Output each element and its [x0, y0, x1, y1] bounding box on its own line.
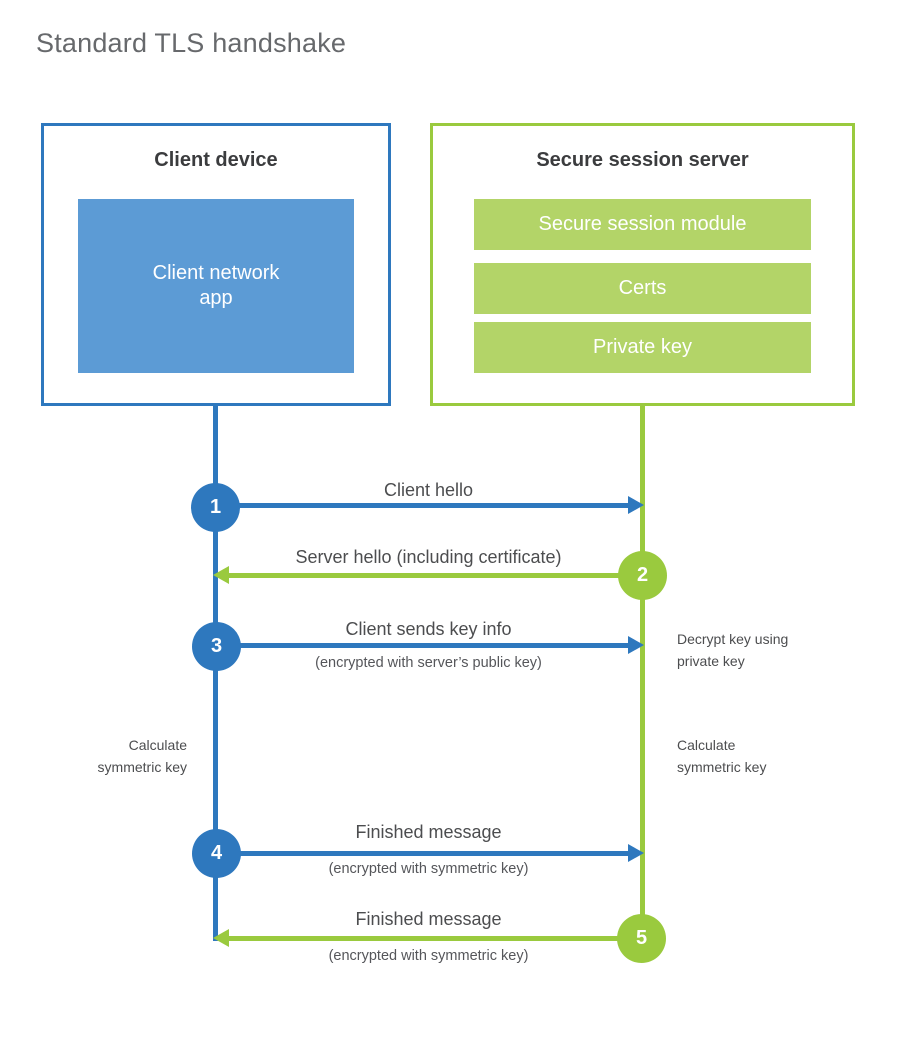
arrow-shaft: [217, 643, 631, 648]
step-5-marker: 5: [617, 914, 666, 963]
secure-session-module-bar: Secure session module: [474, 199, 811, 250]
arrow-shaft: [226, 573, 642, 578]
step-3-marker: 3: [192, 622, 241, 671]
label-client-hello: Client hello: [383, 480, 474, 500]
label-finished-client: Finished message: [355, 822, 502, 842]
arrow-head-icon: [213, 566, 229, 584]
note-calculate-symmetric-key-right: Calculate symmetric key: [677, 737, 767, 775]
arrow-head-icon: [628, 636, 644, 654]
arrow-client-hello: [215, 496, 644, 515]
arrow-shaft: [215, 503, 631, 508]
step-2-marker: 2: [618, 551, 667, 600]
sublabel-client-key-info: (encrypted with server’s public key): [315, 655, 542, 671]
arrow-shaft: [226, 936, 642, 941]
step-4-marker: 4: [192, 829, 241, 878]
page-title: Standard TLS handshake: [36, 28, 347, 58]
client-lifeline: [213, 406, 218, 941]
arrow-client-key-info: [217, 636, 644, 655]
arrow-head-icon: [628, 844, 644, 862]
client-device-title: Client device: [154, 149, 278, 171]
server-title: Secure session server: [536, 149, 749, 171]
arrow-head-icon: [213, 929, 229, 947]
client-device-box: Client device Client network app: [41, 123, 391, 406]
arrow-finished-server: [213, 929, 642, 948]
sublabel-finished-client: (encrypted with symmetric key): [328, 861, 529, 877]
sublabel-finished-server: (encrypted with symmetric key): [328, 948, 529, 964]
certs-bar: Certs: [474, 263, 811, 314]
note-decrypt-key: Decrypt key using private key: [677, 631, 789, 669]
arrow-shaft: [217, 851, 631, 856]
step-1-marker: 1: [191, 483, 240, 532]
private-key-bar: Private key: [474, 322, 811, 373]
arrow-head-icon: [628, 496, 644, 514]
label-server-hello: Server hello (including certificate): [295, 547, 562, 567]
note-calculate-symmetric-key-left: Calculate symmetric key: [97, 737, 187, 775]
label-client-key-info: Client sends key info: [345, 619, 512, 639]
arrow-finished-client: [217, 844, 644, 863]
client-network-app-box: Client network app: [78, 199, 354, 373]
arrow-server-hello: [213, 566, 642, 585]
label-finished-server: Finished message: [355, 909, 502, 929]
server-lifeline: [640, 406, 645, 915]
server-box: Secure session server Secure session mod…: [430, 123, 855, 406]
